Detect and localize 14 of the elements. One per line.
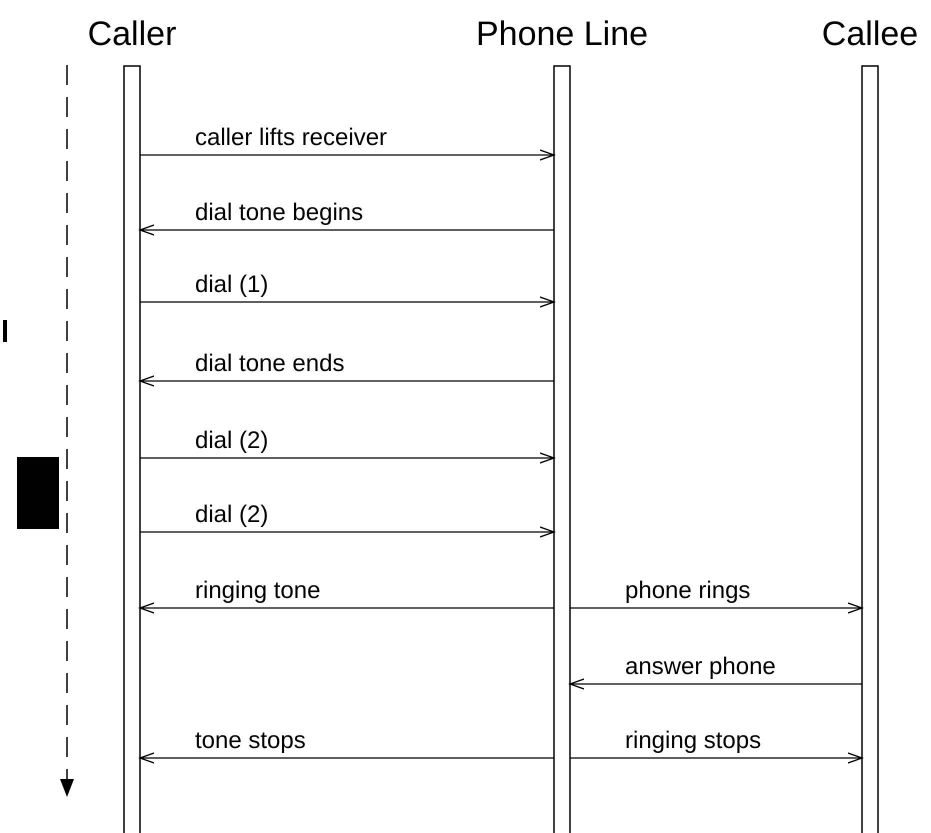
message-arrow: [570, 752, 863, 764]
lifeline-heading: Callee: [822, 14, 918, 54]
message-arrow: [140, 526, 555, 538]
message-arrow: [570, 602, 863, 614]
message-arrow: [139, 602, 554, 614]
lifeline-heading: Caller: [88, 14, 176, 54]
message-arrow: [140, 452, 555, 464]
message-arrow: [139, 752, 554, 764]
message-arrow: [140, 149, 555, 161]
message-arrow: [139, 375, 554, 387]
message-arrow: [139, 224, 554, 236]
message-arrow: [140, 296, 555, 308]
message-arrow: [569, 678, 862, 690]
lifeline-heading: Phone Line: [476, 14, 648, 54]
